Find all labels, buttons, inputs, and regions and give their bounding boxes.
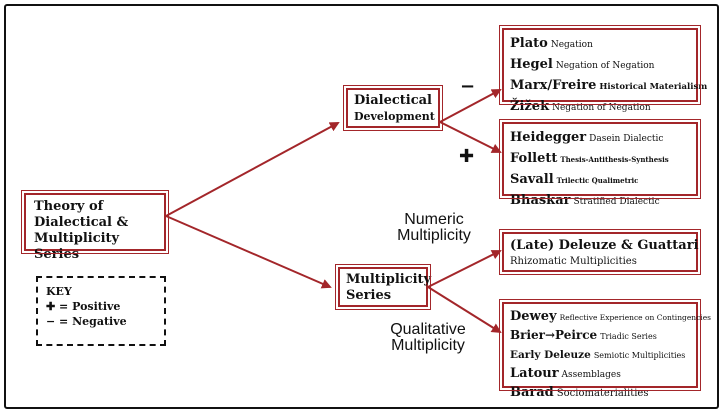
box-title: (Late) Deleuze & Guattari: [510, 238, 699, 253]
dialectical-development-node: Dialectical Development: [343, 85, 443, 131]
thinker-desc: Historical Materialism: [599, 82, 708, 92]
thinker-desc: Sociomaterialities: [556, 388, 649, 399]
thinker-desc: Negation: [550, 40, 593, 50]
multiplicity-series-node: Multiplicity Series: [335, 264, 432, 310]
key-negative: − = Negative: [46, 315, 127, 328]
arrow-dialectical-to-positive: [439, 121, 502, 153]
box-desc: Rhizomatic Multiplicities: [510, 256, 637, 267]
thinker-name: Dewey: [510, 309, 557, 324]
qualitative-multiplicity-label: Qualitative Multiplicity: [390, 321, 466, 354]
root-line-1: Theory of: [34, 199, 104, 214]
thinker-name: Heidegger: [510, 130, 587, 145]
thinker-desc: Negation of Negation: [552, 103, 651, 113]
numeric-multiplicity-box: (Late) Deleuze & Guattari Rhizomatic Mul…: [499, 229, 701, 275]
thinker-name: Savall: [510, 172, 554, 187]
thinker-name: Latour: [510, 366, 559, 381]
key-positive: ✚ = Positive: [46, 300, 121, 313]
thinker-name: Plato: [510, 36, 548, 51]
dialectical-line-1: Dialectical: [354, 93, 432, 108]
arrow-root-to-dialectical: [165, 122, 340, 217]
thinker-desc: Dasein Dialectic: [589, 134, 664, 144]
dialectical-line-2: Development: [354, 110, 435, 123]
thinker-name: Early Deleuze: [510, 349, 591, 361]
thinker-name: Follett: [510, 151, 558, 166]
thinker-desc: Thesis-Antithesis-Synthesis: [560, 155, 669, 164]
root-node: Theory of Dialectical & Multiplicity Ser…: [21, 190, 169, 262]
arrow-multiplicity-to-qualitative: [427, 286, 502, 334]
thinker-name: Barad: [510, 385, 554, 400]
arrow-dialectical-to-negative: [439, 89, 502, 123]
thinker-name: Brier→Peirce: [510, 328, 598, 342]
key-title: KEY: [46, 285, 72, 298]
thinker-desc: Semiotic Multiplicities: [593, 351, 686, 360]
thinker-name: Bhaskar: [510, 193, 571, 208]
thinker-name: Marx/Freire: [510, 78, 597, 93]
root-line-2: Dialectical &: [34, 215, 129, 230]
thinker-desc: Reflective Experience on Contingencies: [559, 313, 711, 322]
thinker-name: Hegel: [510, 57, 553, 72]
multiplicity-line-2: Series: [346, 288, 392, 303]
thinker-desc: Stratified Dialectic: [573, 197, 660, 207]
arrow-root-to-multiplicity: [165, 215, 332, 289]
numeric-multiplicity-label: Numeric Multiplicity: [397, 211, 471, 244]
arrow-multiplicity-to-numeric: [427, 250, 502, 288]
minus-sign-icon: −: [460, 76, 476, 97]
thinker-desc: Trilectic Qualimetric: [556, 176, 639, 185]
thinker-name: Žižek: [510, 99, 550, 114]
root-line-3: Multiplicity Series: [34, 231, 120, 262]
legend-key: KEY ✚ = Positive − = Negative: [36, 276, 166, 346]
thinker-desc: Negation of Negation: [555, 61, 655, 71]
multiplicity-line-1: Multiplicity: [346, 272, 432, 287]
thinker-desc: Assemblages: [561, 370, 621, 380]
thinker-desc: Triadic Series: [600, 332, 657, 341]
plus-sign-icon: ✚: [459, 146, 475, 167]
